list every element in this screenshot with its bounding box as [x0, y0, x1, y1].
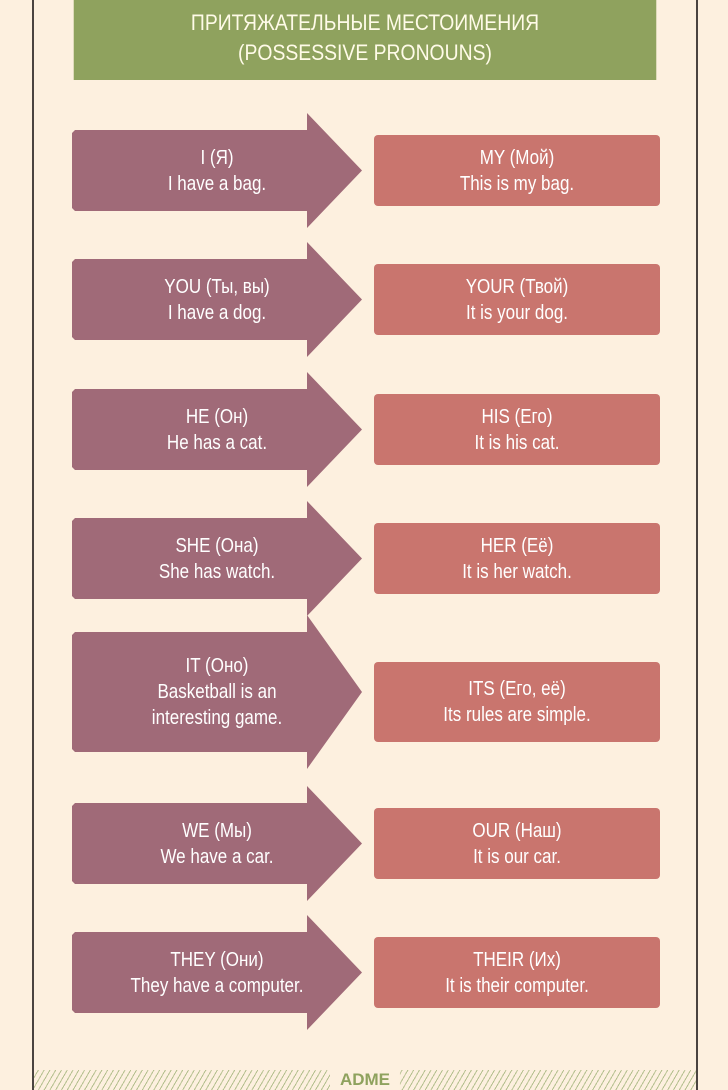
possessive-example: It is their computer.: [445, 974, 589, 997]
possessive-box: HIS (Его) It is his cat.: [374, 394, 660, 465]
footer-strip: ADME: [34, 1070, 696, 1090]
pronoun-label: I (Я): [200, 146, 234, 169]
possessive-box: HER (Её) It is her watch.: [374, 523, 660, 594]
possessive-box: MY (Мой) This is my bag.: [374, 135, 660, 206]
possessive-box: OUR (Наш) It is our car.: [374, 808, 660, 879]
pronoun-row: WE (Мы) We have a car. OUR (Наш) It is o…: [72, 786, 662, 901]
arrow-shape: [72, 113, 362, 228]
possessive-label: ITS (Его, её): [468, 678, 566, 700]
pronoun-label: THEY (Они): [170, 948, 264, 971]
title-english: (POSSESSIVE PRONOUNS): [238, 40, 492, 65]
possessive-example: It is her watch.: [462, 560, 572, 583]
pronoun-label: SHE (Она): [175, 534, 259, 557]
pronoun-label: IT (Оно): [185, 655, 249, 677]
pronoun-row: I (Я) I have a bag. MY (Мой) This is my …: [72, 113, 662, 228]
brand-logo: ADME: [329, 1070, 401, 1090]
subject-pronoun: SHE (Она) She has watch.: [72, 518, 362, 599]
arrow-shape: [72, 786, 362, 901]
possessive-example: It is his cat.: [474, 431, 560, 454]
possessive-label: OUR (Наш): [472, 819, 562, 842]
possessive-box: YOUR (Твой) It is your dog.: [374, 264, 660, 335]
pronoun-label: YOU (Ты, вы): [164, 275, 270, 298]
subject-pronoun: THEY (Они) They have a computer.: [72, 932, 362, 1013]
subject-pronoun: HE (Он) He has a cat.: [72, 389, 362, 470]
possessive-label: HIS (Его): [481, 405, 553, 428]
possessive-box: ITS (Его, её) Its rules are simple.: [374, 662, 660, 742]
possessive-example: This is my bag.: [459, 172, 575, 195]
arrow-shape: [72, 242, 362, 357]
pronoun-label: WE (Мы): [182, 819, 252, 842]
possessive-box: THEIR (Их) It is their computer.: [374, 937, 660, 1008]
pronoun-row: THEY (Они) They have a computer. THEIR (…: [72, 915, 662, 1030]
pronoun-example: Basketball is an interesting game.: [151, 681, 283, 729]
pronoun-example: We have a car.: [160, 845, 274, 868]
possessive-label: THEIR (Их): [473, 948, 561, 971]
subject-pronoun: IT (Оно) Basketball is an interesting ga…: [72, 632, 362, 752]
pronoun-example: She has watch.: [158, 560, 276, 583]
possessive-label: MY (Мой): [479, 146, 555, 169]
possessive-example: Its rules are simple.: [443, 704, 591, 726]
pronoun-example: I have a bag.: [167, 172, 267, 195]
pronoun-example: He has a cat.: [166, 431, 268, 454]
arrow-shape: [72, 615, 362, 769]
pronoun-row: YOU (Ты, вы) I have a dog. YOUR (Твой) I…: [72, 242, 662, 357]
pronoun-row: SHE (Она) She has watch. HER (Её) It is …: [72, 501, 662, 616]
pronoun-example: They have a computer.: [130, 974, 304, 997]
pronoun-label: HE (Он): [185, 405, 249, 428]
possessive-example: It is your dog.: [465, 301, 569, 324]
arrow-shape: [72, 372, 362, 487]
title-banner: ПРИТЯЖАТЕЛЬНЫЕ МЕСТОИМЕНИЯ (POSSESSIVE P…: [73, 0, 657, 80]
pronoun-row: HE (Он) He has a cat. HIS (Его) It is hi…: [72, 372, 662, 487]
possessive-label: YOUR (Твой): [465, 275, 569, 298]
subject-pronoun: WE (Мы) We have a car.: [72, 803, 362, 884]
subject-pronoun: YOU (Ты, вы) I have a dog.: [72, 259, 362, 340]
arrow-shape: [72, 501, 362, 616]
possessive-example: It is our car.: [473, 845, 561, 868]
pronoun-example: I have a dog.: [167, 301, 267, 324]
possessive-label: HER (Её): [480, 534, 554, 557]
arrow-shape: [72, 915, 362, 1030]
subject-pronoun: I (Я) I have a bag.: [72, 130, 362, 211]
title-russian: ПРИТЯЖАТЕЛЬНЫЕ МЕСТОИМЕНИЯ: [190, 10, 540, 35]
pronoun-row: IT (Оно) Basketball is an interesting ga…: [72, 615, 662, 769]
